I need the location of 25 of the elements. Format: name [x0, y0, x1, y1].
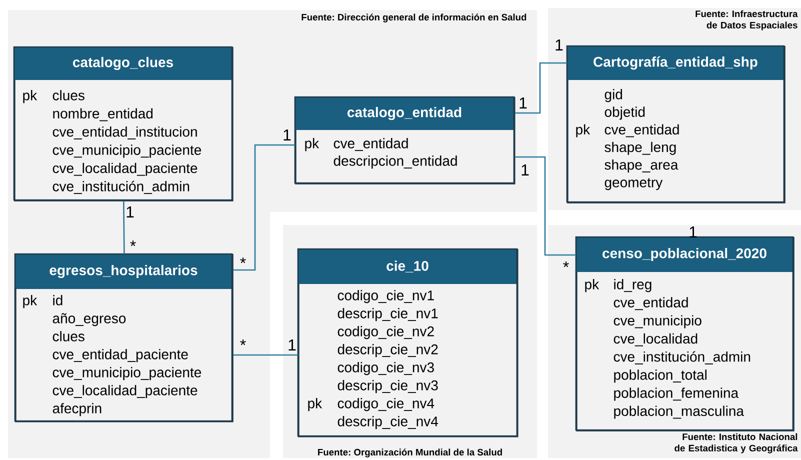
- multiplicity-label: *: [563, 262, 569, 268]
- connector-line: [123, 201, 125, 254]
- multiplicity-label: *: [240, 340, 246, 346]
- table: Cartografía_entidad_shp gid objetid pk cve_entidad shape_leng shape_area geometry: [566, 45, 786, 204]
- multiplicity-label: 1: [126, 206, 134, 218]
- multiplicity-label: *: [240, 258, 246, 264]
- connector-line: [233, 354, 298, 356]
- source-note: Fuente: Infraestructura de Datos Espaciales: [696, 10, 798, 30]
- multiplicity-label: 1: [556, 40, 563, 50]
- multiplicity-label: 1: [288, 340, 296, 350]
- table: cie_10 codigo_cie_nv1 descrip_cie_nv1 codigo_cie_nv2 descrip_cie_nv2 codigo_cie_nv3 descrip_cie_nv3 pk codigo_cie_nv4 descrip_cie_nv4: [297, 248, 518, 438]
- table: catalogo_clues pk clues nombre_entidad cve_entidad_institucion cve_municipio_paciente cve_localidad_paciente cve_institución_admin: [13, 46, 234, 202]
- connector-line: [515, 156, 576, 256]
- multiplicity-label: 1: [284, 130, 291, 140]
- multiplicity-label: *: [130, 240, 136, 246]
- table: censo_poblacional_2020 pk id_reg cve_entidad cve_municipio cve_localidad cve_institución_admin poblacion_total poblacion_femenina poblacion_masculina: [575, 236, 794, 432]
- multiplicity-label: 1: [690, 226, 697, 238]
- table: catalogo_entidad pk cve_entidad descripcion_entidad: [294, 96, 516, 184]
- connector-line: [515, 62, 567, 114]
- source-note: Fuente: Dirección general de información en Salud: [302, 14, 526, 22]
- table: egresos_hospitalarios pk id año_egreso clues cve_entidad_paciente cve_municipio_paciente cve_localidad_paciente afecprin: [14, 253, 234, 422]
- connector-line: [233, 144, 295, 271]
- source-note: Fuente: Organización Mundial de la Salud: [318, 448, 502, 458]
- multiplicity-label: 1: [522, 164, 529, 176]
- multiplicity-label: 1: [520, 98, 527, 108]
